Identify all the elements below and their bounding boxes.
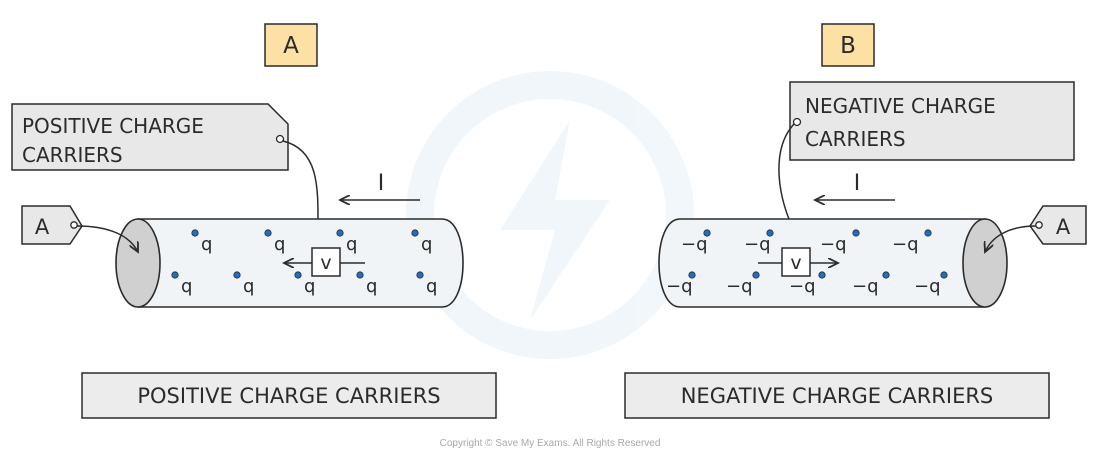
panel-a-area-tag-label: A <box>35 215 50 239</box>
panel-b-charge-1: −q <box>681 229 711 255</box>
panel-b-area-pointer <box>985 225 1037 252</box>
svg-text:−q: −q <box>820 234 847 255</box>
panel-b-charge-9: −q <box>914 271 948 297</box>
panel-a-charge-7: q <box>294 271 315 297</box>
panel-b-area-tag-label: A <box>1056 215 1071 239</box>
panel-b-callout-line2: CARRIERS <box>805 127 906 151</box>
panel-a-area-pointer <box>76 225 138 252</box>
panel-b-charge-4: −q <box>892 229 932 255</box>
panel-b-charge-3: −q <box>820 229 860 255</box>
svg-text:q: q <box>421 234 432 255</box>
svg-text:−q: −q <box>744 234 771 255</box>
panel-a-callout-line1: POSITIVE CHARGE <box>22 114 204 138</box>
svg-text:−q: −q <box>789 276 816 297</box>
panel-a-caption-text: POSITIVE CHARGE CARRIERS <box>137 384 440 408</box>
panel-a-charge-5: q <box>171 271 192 297</box>
svg-text:−q: −q <box>726 276 753 297</box>
panel-a-charge-9: q <box>416 271 437 297</box>
panel-a-callout-line2: CARRIERS <box>22 143 123 167</box>
panel-b-area-tag: A <box>1029 205 1087 245</box>
panel-a-callout-pointer <box>282 140 318 230</box>
svg-text:q: q <box>346 234 357 255</box>
panel-a-callout: POSITIVE CHARGE CARRIERS <box>11 103 289 171</box>
panel-a-charge-8: q <box>356 271 377 297</box>
panel-b-charge-5: −q <box>666 271 696 297</box>
svg-text:q: q <box>201 234 212 255</box>
panel-a-letter: A <box>283 33 299 59</box>
svg-text:q: q <box>274 234 285 255</box>
panel-a-area-tag: A <box>21 205 83 245</box>
svg-text:q: q <box>366 276 377 297</box>
watermark-logo <box>406 71 694 359</box>
panel-b-callout-line1: NEGATIVE CHARGE <box>805 94 996 118</box>
svg-text:q: q <box>426 276 437 297</box>
svg-text:−q: −q <box>914 276 941 297</box>
panel-b-velocity-box: v <box>781 247 811 277</box>
panel-a-current-label: I <box>378 171 385 196</box>
panel-a-charge-6: q <box>233 271 254 297</box>
svg-text:q: q <box>304 276 315 297</box>
svg-text:−q: −q <box>892 234 919 255</box>
svg-text:−q: −q <box>852 276 879 297</box>
svg-text:q: q <box>243 276 254 297</box>
panel-a-velocity-box: v <box>311 247 341 277</box>
panel-b-charge-8: −q <box>852 271 890 297</box>
panel-b-caption: NEGATIVE CHARGE CARRIERS <box>624 372 1050 419</box>
panel-b-caption-text: NEGATIVE CHARGE CARRIERS <box>681 384 994 408</box>
svg-text:−q: −q <box>681 234 708 255</box>
panel-b-letter-box: B <box>821 23 875 67</box>
panel-b-letter: B <box>840 33 856 59</box>
svg-text:−q: −q <box>666 276 693 297</box>
panel-a-velocity-label: v <box>320 252 331 274</box>
copyright-text: Copyright © Save My Exams. All Rights Re… <box>440 438 661 449</box>
panel-a-charge-2: q <box>264 229 285 255</box>
panel-a-charge-1: q <box>191 229 212 255</box>
panel-a-caption: POSITIVE CHARGE CARRIERS <box>81 372 497 419</box>
panel-b-charge-7: −q <box>789 271 826 297</box>
panel-b-velocity-label: v <box>790 252 801 274</box>
panel-b-callout: NEGATIVE CHARGE CARRIERS <box>789 81 1075 161</box>
panel-a-charge-3: q <box>336 229 357 255</box>
svg-text:q: q <box>181 276 192 297</box>
panel-b: B NEGATIVE CHARGE CARRIERS A I v <box>624 23 1087 419</box>
panel-b-charge-6: −q <box>726 271 760 297</box>
panel-a-letter-box: A <box>264 23 318 67</box>
panel-a: A POSITIVE CHARGE CARRIERS A I v <box>11 23 497 419</box>
panel-a-charge-4: q <box>411 229 432 255</box>
panel-b-charge-2: −q <box>744 229 774 255</box>
panel-b-current-label: I <box>854 171 861 196</box>
